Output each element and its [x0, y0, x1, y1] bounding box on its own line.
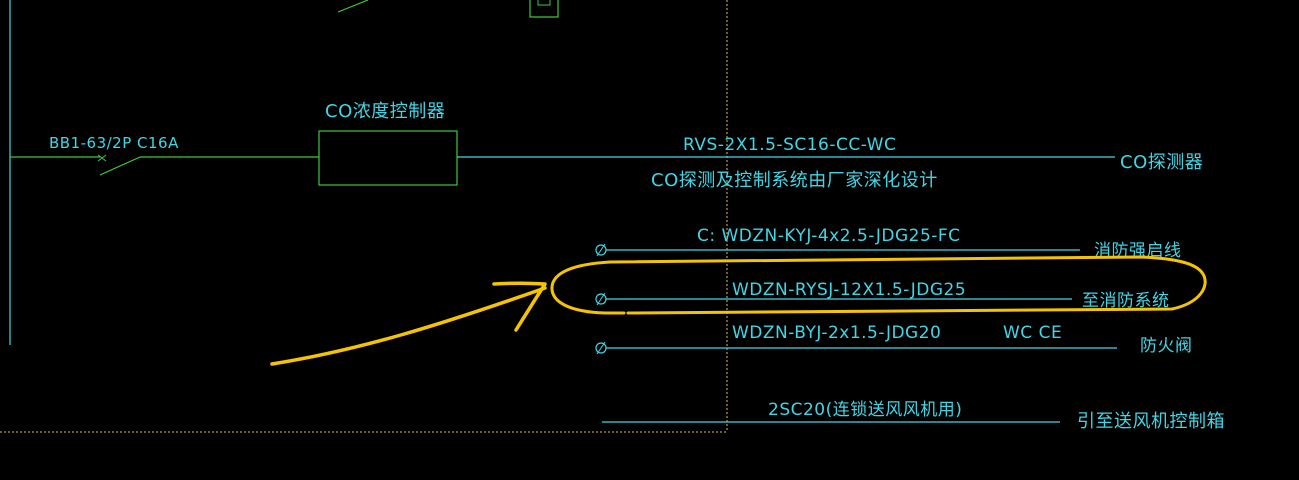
annotation-arrow-head [492, 281, 547, 332]
circuit-3-method: WC CE [1003, 323, 1062, 343]
top-box-inner-fragment [537, 0, 551, 6]
circuit-1-terminal-slash [596, 243, 606, 257]
fan-end-label: 引至送风机控制箱 [1077, 411, 1225, 432]
controller-label: CO浓度控制器 [325, 101, 445, 122]
circuit-3-terminal-slash [596, 341, 606, 355]
fan-cable-spec: 2SC20(连锁送风风机用) [768, 400, 962, 420]
co-detector-label: CO探测器 [1120, 152, 1203, 173]
annotation-arrow-shaft [270, 286, 547, 366]
top-box-fragment [529, 0, 559, 18]
top-switch-fragment [337, 0, 369, 13]
breaker-cross-2 [97, 154, 107, 162]
annotation-highlight-ellipse [550, 255, 1207, 315]
breaker-switch-blade [99, 156, 141, 176]
circuit-2-terminal-slash [596, 292, 606, 306]
circuit-3-cable-spec: WDZN-BYJ-2x1.5-JDG20 [732, 323, 941, 343]
breaker-label: BB1-63/2P C16A [49, 134, 179, 152]
co-note: CO探测及控制系统由厂家深化设计 [651, 170, 938, 191]
circuit-3-end-label: 防火阀 [1140, 336, 1193, 356]
circuit-2-cable-spec: WDZN-RYSJ-12X1.5-JDG25 [732, 280, 966, 300]
controller-box[interactable] [318, 130, 458, 186]
circuit-2-end-label: 至消防系统 [1082, 291, 1170, 311]
co-cable-spec: RVS-2X1.5-SC16-CC-WC [683, 135, 896, 155]
circuit-1-cable-spec: C: WDZN-KYJ-4x2.5-JDG25-FC [697, 226, 961, 246]
